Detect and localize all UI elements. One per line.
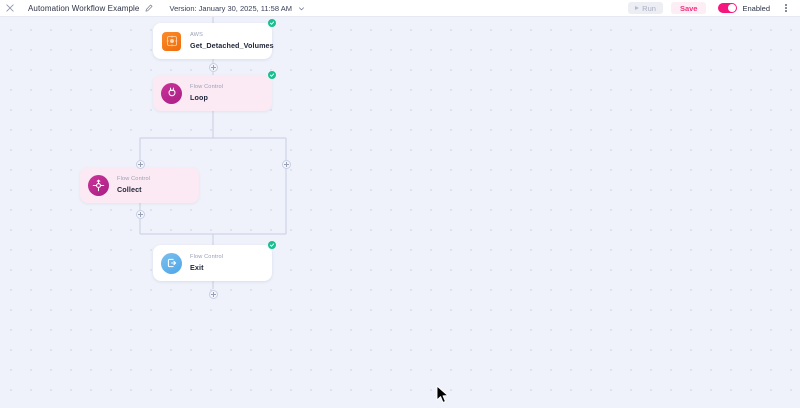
- chevron-glyph: [299, 6, 305, 10]
- node-title: Get_Detached_Volumes: [190, 40, 274, 50]
- node-title: Exit: [190, 262, 204, 272]
- play-icon: [635, 6, 640, 10]
- add-node-button-after-aws[interactable]: [208, 62, 218, 72]
- check-icon: [269, 243, 275, 247]
- workflow-connectors: [139, 17, 287, 289]
- collect-glyph: [92, 179, 105, 191]
- toggle-track: [718, 3, 738, 13]
- enabled-toggle-label: Enabled: [742, 3, 770, 13]
- loop-icon-circle: [161, 82, 182, 104]
- workflow-node-flow-control-exit[interactable]: Flow Control Exit: [153, 240, 277, 281]
- status-badge-success: [267, 70, 277, 80]
- close-glyph: [6, 4, 14, 12]
- add-node-button-after-exit[interactable]: [208, 289, 218, 299]
- node-category: Flow Control: [117, 176, 151, 183]
- node-category: Flow Control: [190, 254, 224, 261]
- workflow-node-flow-control-loop[interactable]: Flow Control Loop: [153, 70, 277, 111]
- collect-icon-circle: [88, 174, 109, 196]
- version-label: Version: January 30, 2025, 11:58 AM: [169, 3, 292, 13]
- top-toolbar: Automation Workflow Example Version: Jan…: [0, 0, 800, 17]
- exit-icon: [161, 252, 182, 274]
- save-button[interactable]: Save: [670, 2, 707, 14]
- aws-service-icon: [161, 31, 182, 52]
- exit-glyph: [167, 258, 176, 268]
- status-badge-success: [267, 18, 277, 28]
- add-node-button-loop-right-branch[interactable]: [281, 159, 291, 169]
- check-icon: [269, 21, 275, 25]
- workflow-canvas[interactable]: AWS Get_Detached_Volumes Flow Control Lo…: [0, 17, 800, 408]
- kebab-dot: [785, 7, 787, 9]
- collect-icon: [88, 174, 109, 196]
- close-icon[interactable]: [0, 0, 20, 17]
- status-badge-success: [267, 240, 277, 250]
- node-title: Collect: [117, 184, 142, 194]
- node-text-block: Flow Control Exit: [190, 254, 224, 272]
- kebab-dot: [785, 3, 787, 6]
- toggle-knob: [728, 4, 737, 12]
- aws-icon-tile: [162, 31, 181, 51]
- loop-icon: [161, 82, 182, 104]
- kebab-dot: [785, 10, 787, 13]
- page-title: Automation Workflow Example: [28, 3, 140, 13]
- node-category: AWS: [190, 32, 203, 39]
- kebab-menu-icon[interactable]: [781, 1, 791, 15]
- pencil-glyph: [145, 4, 153, 12]
- node-title: Loop: [190, 92, 208, 102]
- node-text-block: Flow Control Collect: [117, 176, 151, 194]
- enabled-toggle[interactable]: Enabled: [718, 3, 770, 13]
- loop-glyph: [167, 87, 176, 97]
- check-icon: [269, 73, 275, 77]
- pencil-edit-icon[interactable]: [145, 4, 154, 13]
- node-text-block: Flow Control Loop: [190, 84, 224, 102]
- workflow-node-aws-get-detached-volumes[interactable]: AWS Get_Detached_Volumes: [153, 18, 277, 59]
- node-text-block: AWS Get_Detached_Volumes: [190, 32, 274, 50]
- aws-glyph: [166, 35, 177, 47]
- add-node-button-after-collect[interactable]: [135, 209, 145, 219]
- workflow-node-flow-control-collect[interactable]: Flow Control Collect: [80, 167, 199, 203]
- chevron-down-icon[interactable]: [298, 4, 306, 12]
- run-button[interactable]: Run: [628, 2, 663, 14]
- node-category: Flow Control: [190, 84, 224, 91]
- run-button-label: Run: [642, 3, 656, 13]
- add-node-button-before-collect[interactable]: [135, 159, 145, 169]
- exit-icon-circle: [161, 252, 182, 274]
